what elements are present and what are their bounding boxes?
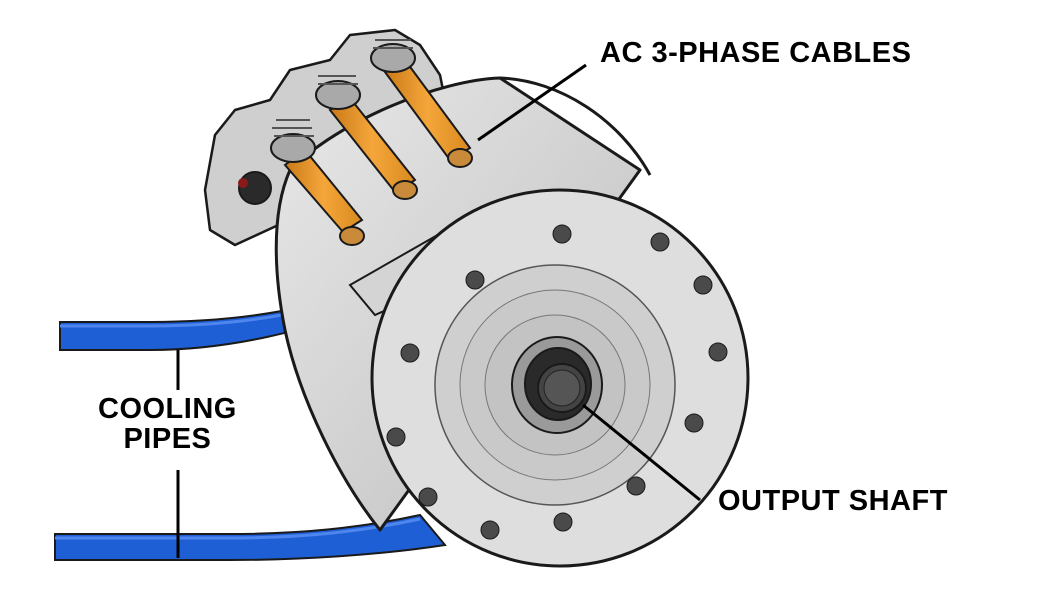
cooling-pipe-bottom: [54, 513, 447, 561]
indicator-light: [238, 171, 272, 205]
terminal-housing: [203, 28, 447, 247]
ac-cable-2: [315, 75, 418, 200]
callout-lines: [176, 63, 701, 558]
hexagon-bolt-icon: [386, 224, 728, 540]
label-cooling-line2: PIPES: [123, 423, 212, 456]
front-flange: [370, 188, 750, 568]
label-ac-cables: AC 3-PHASE CABLES: [600, 37, 912, 69]
label-cooling-line1: COOLING: [98, 393, 237, 425]
label-output-shaft: OUTPUT SHAFT: [718, 485, 948, 517]
ac-cable-1: [270, 119, 365, 246]
label-cooling-pipes: COOLING PIPES: [98, 394, 237, 455]
leader-cables: [477, 63, 587, 142]
ac-cable-3: [370, 39, 473, 168]
leader-shaft: [582, 403, 701, 502]
spline-shaft-icon: [537, 363, 587, 413]
ac-cables: [270, 39, 473, 246]
